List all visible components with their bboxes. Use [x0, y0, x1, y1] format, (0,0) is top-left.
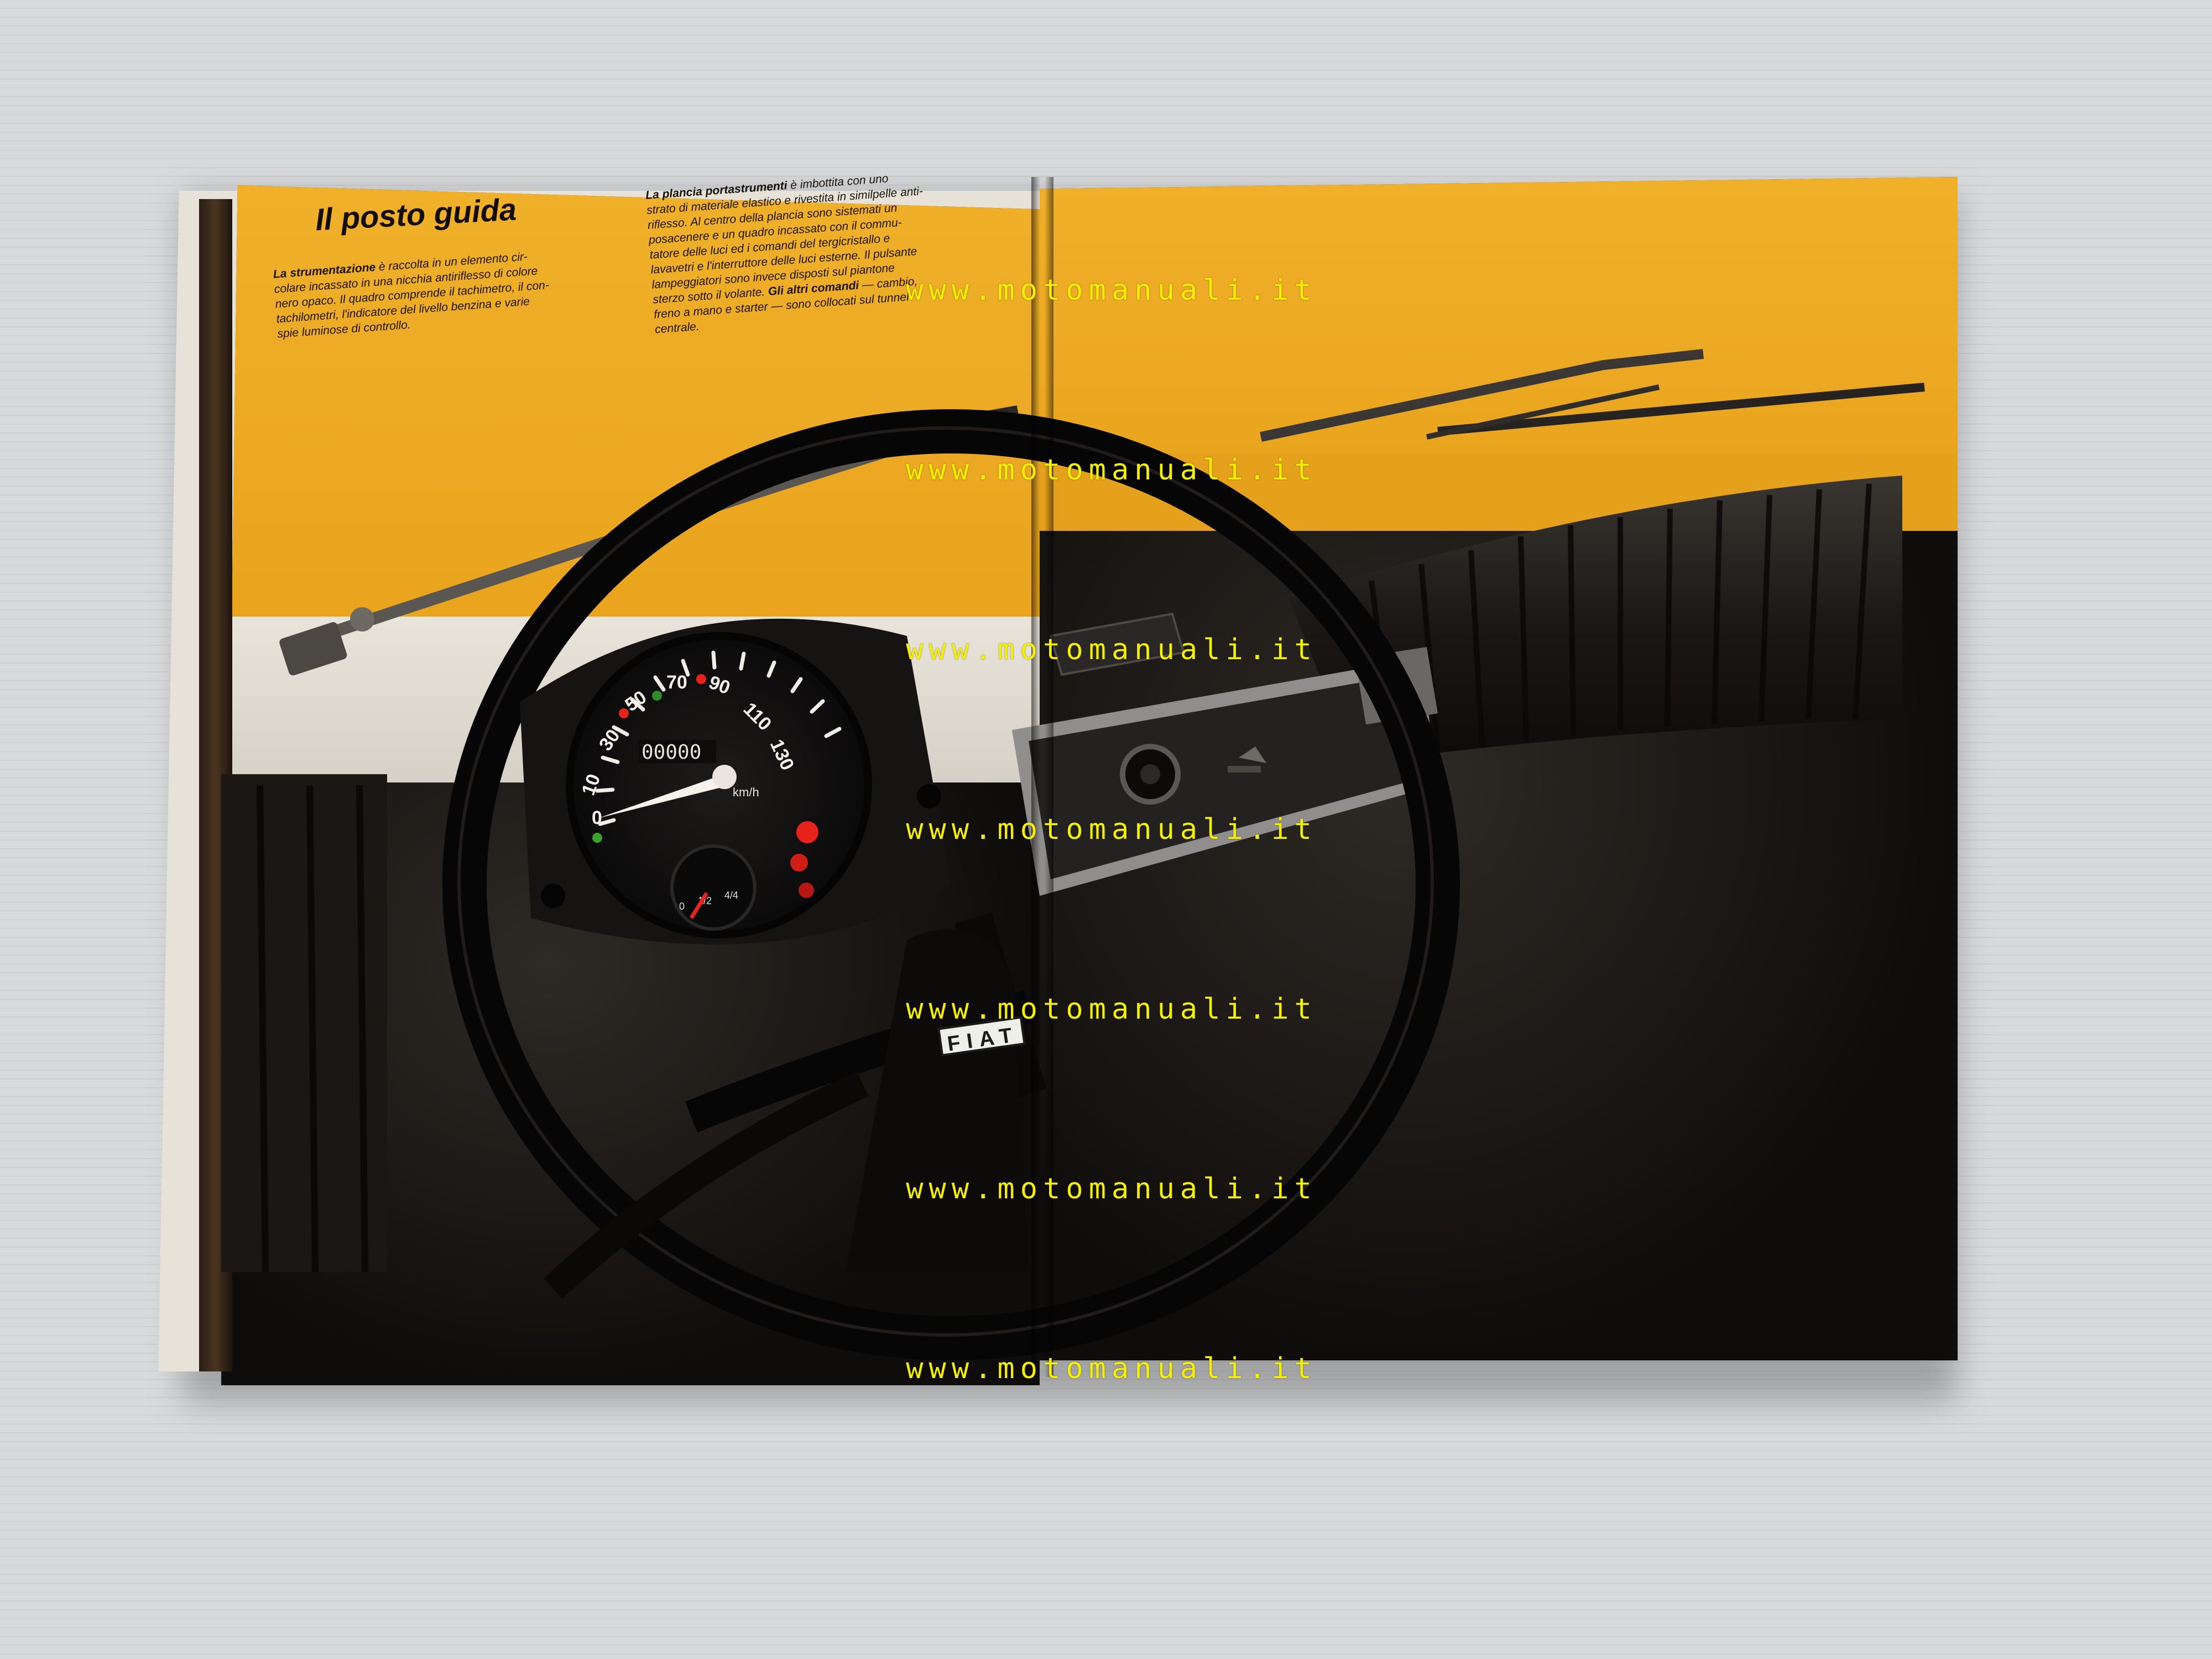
watermark: www.motomanuali.it — [906, 993, 1317, 1026]
fiat-logo: FIAT — [937, 1016, 1026, 1057]
steering-column — [846, 929, 1029, 1272]
watermark: www.motomanuali.it — [906, 1172, 1317, 1206]
speed-unit: km/h — [733, 785, 759, 799]
padded-dash — [1288, 476, 1902, 763]
tick-0: 0 — [592, 807, 602, 828]
watermark: www.motomanuali.it — [906, 813, 1317, 846]
watermark: www.motomanuali.it — [906, 1352, 1317, 1385]
watermark: www.motomanuali.it — [906, 274, 1317, 307]
book-gutter — [1031, 177, 1053, 1377]
wiper-right — [1260, 349, 1925, 442]
odometer: 00000 — [641, 741, 701, 764]
paragraph-dashboard: La plancia portastrumenti è imbottita co… — [645, 161, 1047, 337]
fuel-tick-full: 4/4 — [724, 890, 738, 901]
p2-line-10: centrale. — [654, 320, 700, 336]
padded-dash-left — [221, 774, 387, 1272]
speedometer: 0 10 30 50 70 90 110 130 00000 km/h — [566, 632, 872, 938]
tick-70: 70 — [666, 672, 687, 693]
fuel-gauge: 0 1/2 4/4 — [670, 844, 757, 931]
watermark: www.motomanuali.it — [906, 633, 1317, 666]
watermark: www.motomanuali.it — [906, 453, 1317, 487]
fuel-tick-0: 0 — [679, 901, 685, 912]
right-page — [1040, 177, 1958, 1360]
